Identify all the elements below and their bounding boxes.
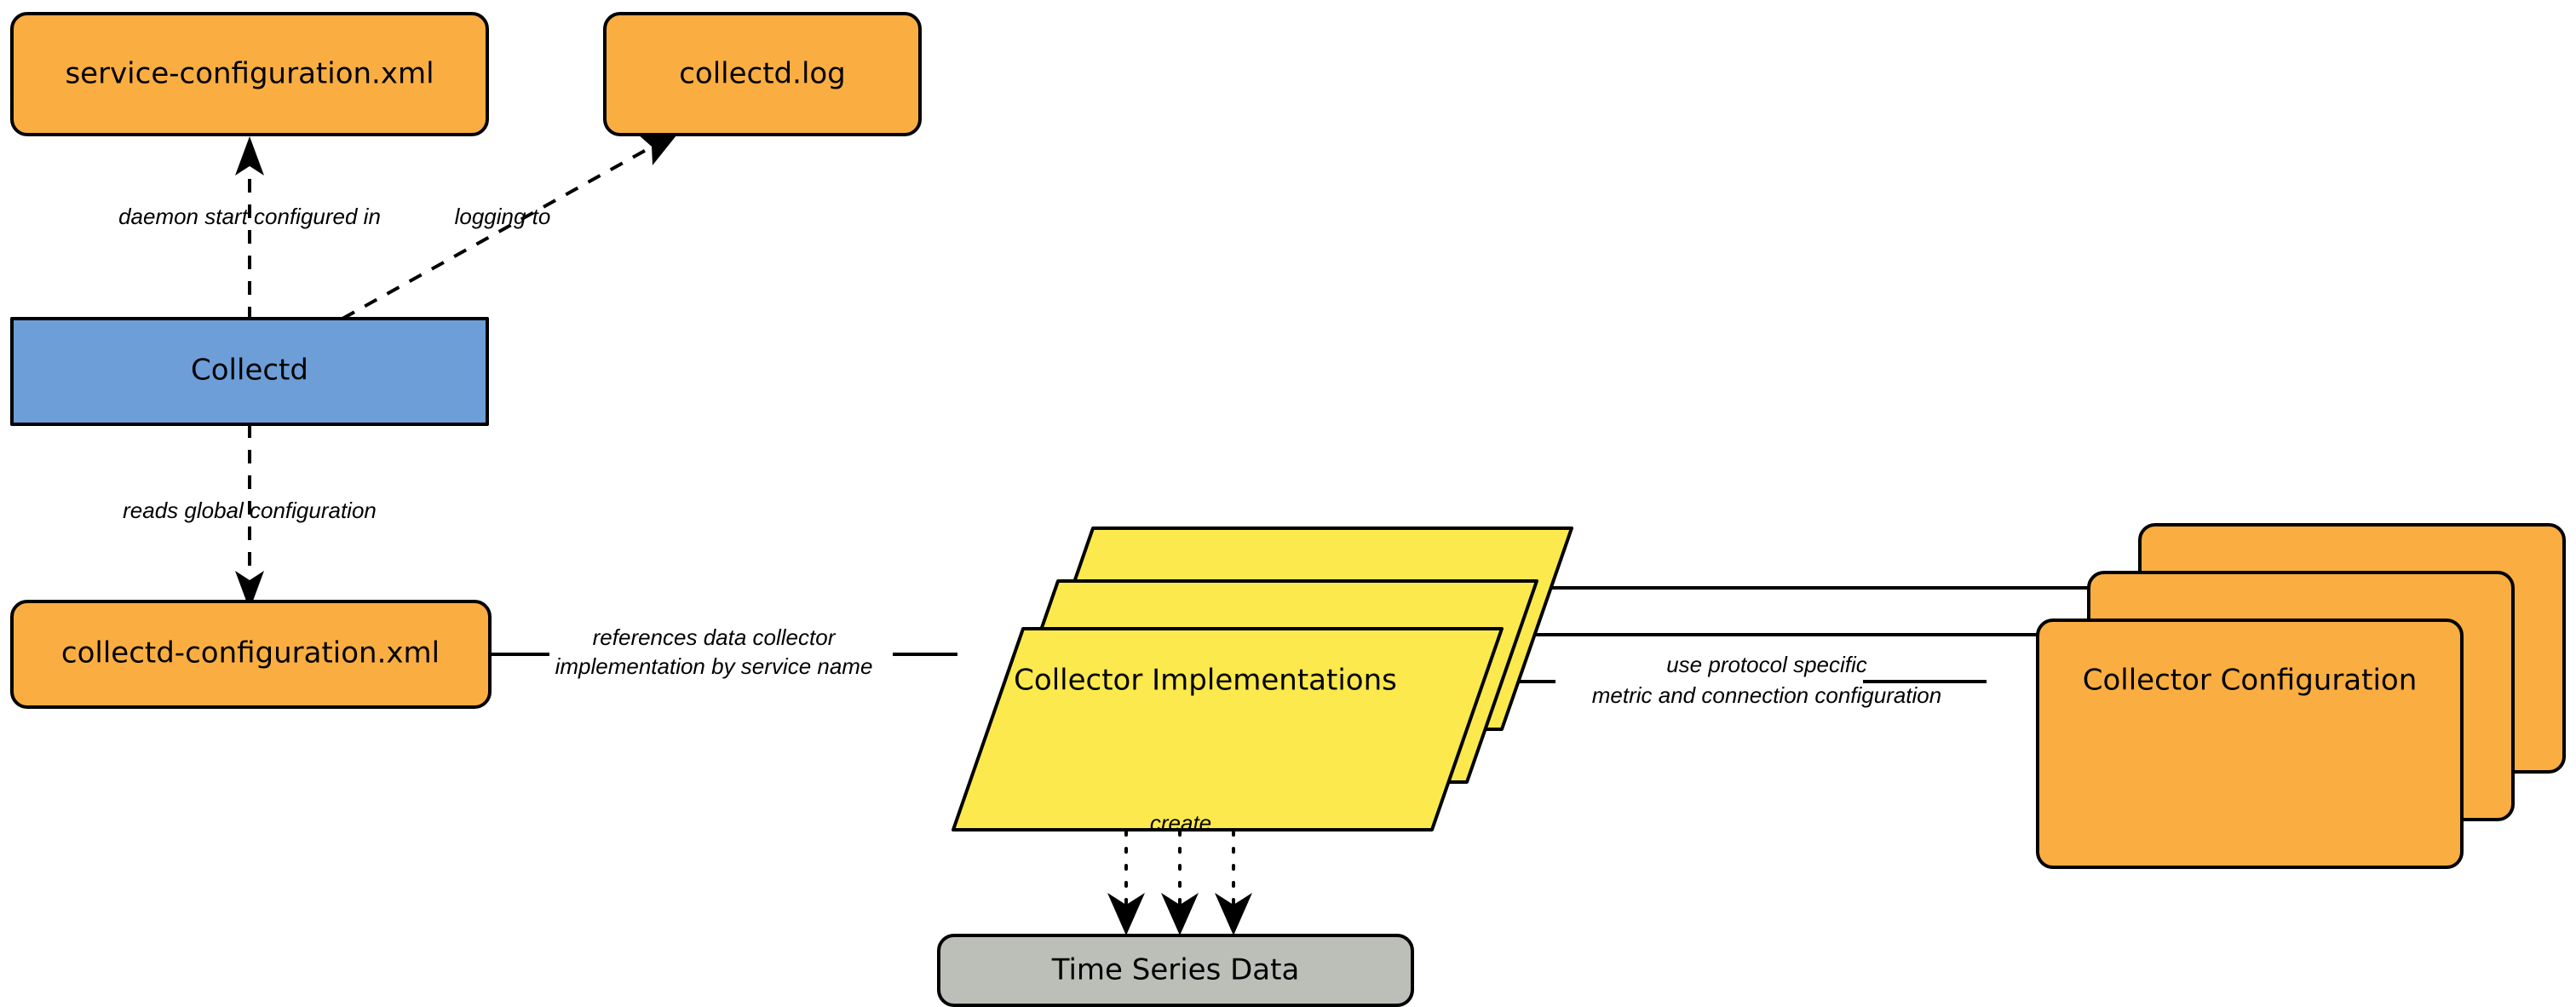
collectd-box[interactable]: [10, 317, 489, 426]
collector-configuration-card-front[interactable]: [2036, 619, 2464, 869]
edge-label-use-protocol-specific: use protocol specific metric and connect…: [1592, 652, 1941, 708]
time-series-data-label: Time Series Data: [1051, 953, 1300, 987]
edge-create-arrowhead-3: [1215, 893, 1252, 935]
service-configuration-xml-label: service-configuration.xml: [65, 57, 434, 91]
collectd-log-box[interactable]: [603, 12, 922, 136]
edge-create-arrowhead-1: [1107, 893, 1145, 935]
edge-daemon-start: [235, 136, 264, 320]
node-collectd-configuration-xml[interactable]: collectd-configuration.xml: [10, 600, 492, 709]
collectd-label: Collectd: [191, 354, 308, 388]
edge-label-references-data-collector: references data collector implementation…: [555, 624, 873, 679]
edge-label-references-line2: implementation by service name: [555, 653, 873, 679]
edge-reads-global-configuration-arrowhead: [235, 571, 264, 610]
edge-label-daemon-start: daemon start configured in: [118, 204, 381, 229]
node-service-configuration-xml[interactable]: service-configuration.xml: [10, 12, 489, 136]
collector-configuration-label: Collector Configuration: [2083, 664, 2418, 698]
edge-logging-to-arrowhead: [637, 131, 680, 165]
edge-label-reads-global-configuration: reads global configuration: [123, 498, 377, 523]
node-collector-implementations[interactable]: Collector Implementations: [952, 527, 1573, 831]
service-configuration-xml-box[interactable]: [10, 12, 489, 136]
node-collectd-log[interactable]: collectd.log: [603, 12, 922, 136]
collector-implementations-label: Collector Implementations: [1014, 664, 1397, 698]
edge-logging-to: [342, 131, 680, 320]
time-series-data-box[interactable]: [937, 934, 1414, 1007]
collector-implementations-sheet-front[interactable]: [952, 627, 1504, 831]
collectd-configuration-xml-box[interactable]: [10, 600, 492, 709]
edge-logging-to-line: [342, 146, 652, 320]
edge-label-references-line1: references data collector: [593, 624, 837, 650]
edge-reads-global-configuration: [235, 424, 264, 610]
node-time-series-data[interactable]: Time Series Data: [937, 934, 1414, 1007]
edge-label-protocol-line2: metric and connection configuration: [1592, 682, 1941, 708]
collectd-log-label: collectd.log: [679, 57, 846, 91]
node-collector-configuration[interactable]: Collector Configuration: [2036, 523, 2566, 869]
edge-label-protocol-line1: use protocol specific: [1666, 652, 1867, 677]
edge-label-logging-to: logging to: [455, 204, 551, 229]
collectd-configuration-xml-label: collectd-configuration.xml: [61, 636, 440, 670]
edge-create: [1107, 745, 1252, 935]
edge-daemon-start-arrowhead: [235, 136, 264, 176]
node-collectd[interactable]: Collectd: [10, 317, 489, 426]
edge-label-create: create: [1150, 810, 1211, 836]
edge-create-arrowhead-2: [1161, 893, 1199, 935]
